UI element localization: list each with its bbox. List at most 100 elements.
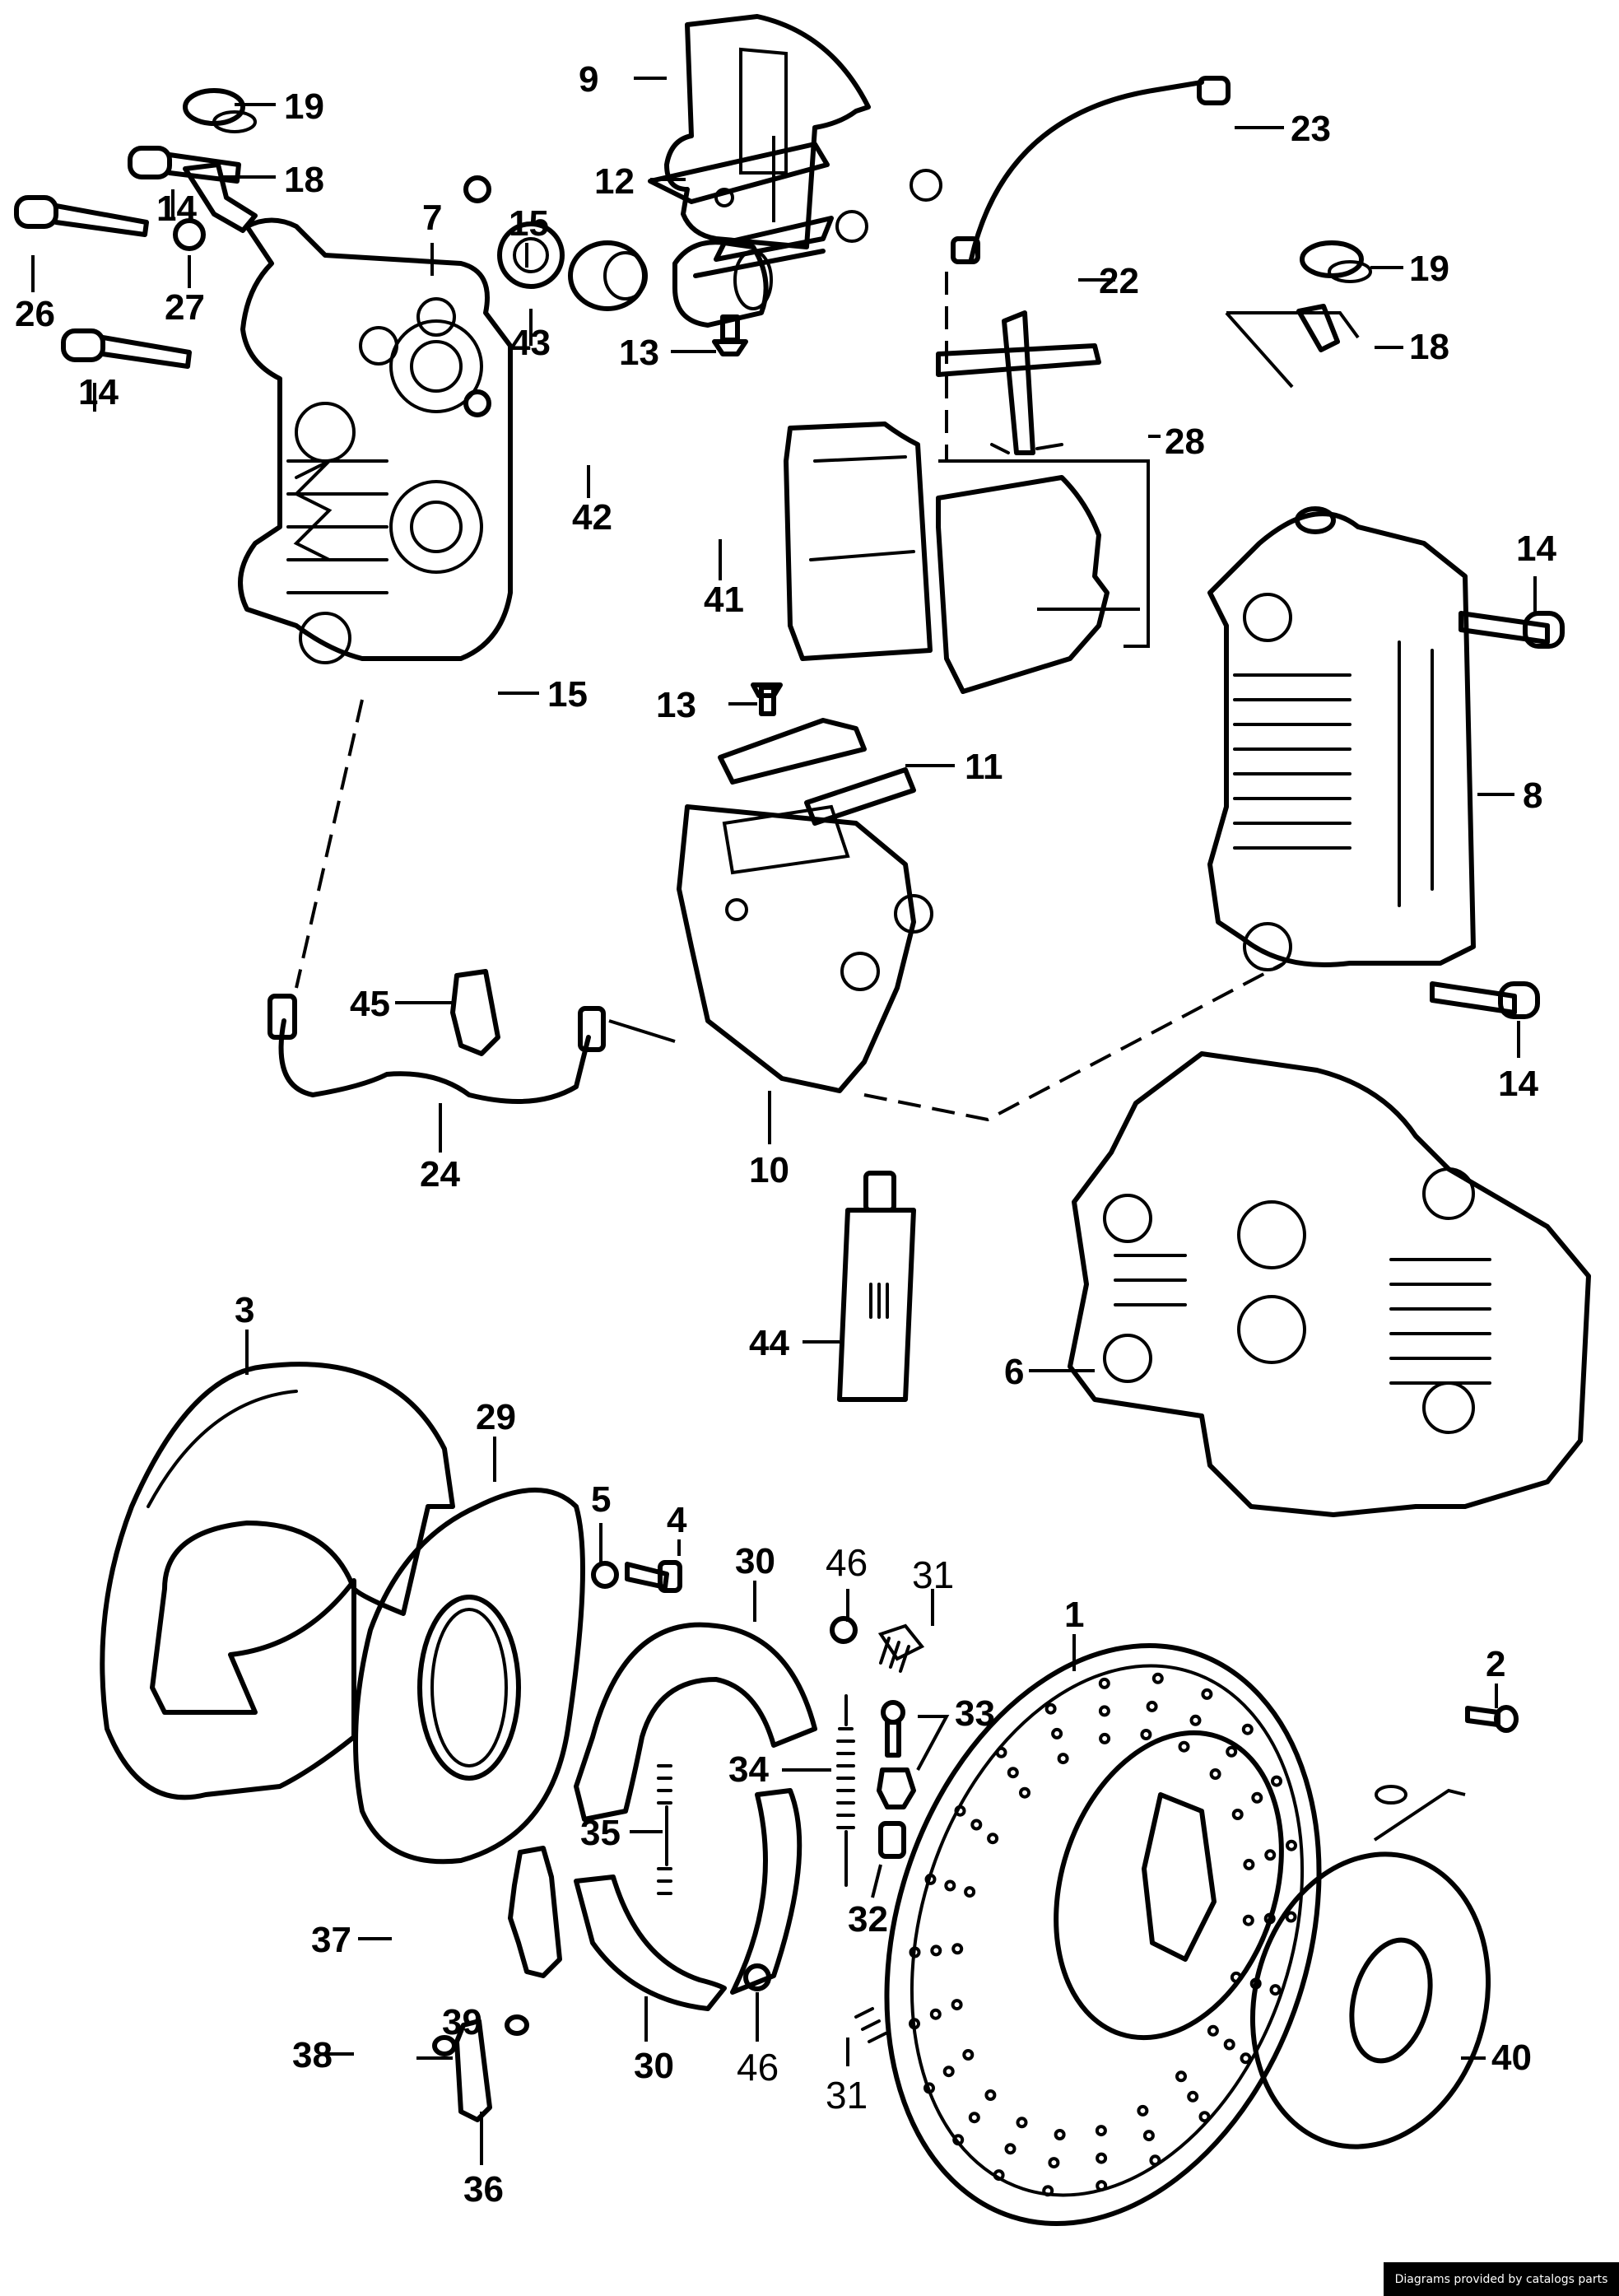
drill-hole bbox=[1243, 1858, 1255, 1870]
callout-14[interactable]: 14 bbox=[78, 372, 119, 412]
callout-11[interactable]: 11 bbox=[965, 747, 1003, 787]
drill-hole bbox=[1098, 1677, 1110, 1689]
callout-41[interactable]: 41 bbox=[704, 580, 744, 620]
drill-hole bbox=[1149, 2154, 1161, 2167]
drill-hole bbox=[1096, 2180, 1108, 2192]
callout-13[interactable]: 13 bbox=[656, 685, 696, 725]
callout-46[interactable]: 46 bbox=[826, 1541, 868, 1584]
drill-hole bbox=[1140, 1729, 1152, 1740]
credit-footer: Diagrams provided by catalogs parts bbox=[1384, 2262, 1619, 2296]
screw-13-top-drawing bbox=[712, 314, 748, 356]
drill-hole bbox=[1263, 1912, 1276, 1925]
callout-37[interactable]: 37 bbox=[311, 1920, 351, 1960]
bolt-drawings-right bbox=[1430, 611, 1565, 1019]
drill-hole bbox=[1004, 2143, 1017, 2155]
drill-hole bbox=[1241, 1723, 1254, 1735]
adjuster-drawing bbox=[877, 1700, 916, 1859]
callout-3[interactable]: 3 bbox=[235, 1290, 255, 1330]
drill-hole bbox=[944, 1879, 956, 1892]
callout-23[interactable]: 23 bbox=[1291, 109, 1331, 149]
callout-32[interactable]: 32 bbox=[848, 1899, 888, 1940]
drill-hole bbox=[970, 1819, 983, 1831]
callout-30[interactable]: 30 bbox=[634, 2046, 674, 2086]
callout-30[interactable]: 30 bbox=[735, 1541, 775, 1581]
callout-33[interactable]: 33 bbox=[955, 1693, 995, 1734]
callout-35[interactable]: 35 bbox=[580, 1813, 621, 1853]
callout-18[interactable]: 18 bbox=[1409, 327, 1449, 367]
callout-15[interactable]: 15 bbox=[509, 203, 549, 244]
callout-7[interactable]: 7 bbox=[422, 198, 443, 238]
callout-36[interactable]: 36 bbox=[463, 2169, 504, 2210]
drill-hole bbox=[924, 1873, 937, 1885]
callout-10[interactable]: 10 bbox=[749, 1150, 789, 1190]
drill-hole bbox=[987, 1833, 999, 1845]
callout-45[interactable]: 45 bbox=[350, 984, 390, 1024]
brake-caliper-right-drawing bbox=[1207, 311, 1476, 971]
callout-12[interactable]: 12 bbox=[594, 161, 635, 202]
drill-hole bbox=[993, 2169, 1005, 2182]
callout-38[interactable]: 38 bbox=[292, 2035, 333, 2075]
drill-hole bbox=[929, 2008, 942, 2020]
callout-44[interactable]: 44 bbox=[749, 1323, 789, 1363]
drill-hole bbox=[1044, 1702, 1057, 1715]
callout-19[interactable]: 19 bbox=[284, 86, 324, 127]
callout-46[interactable]: 46 bbox=[737, 2046, 779, 2089]
screw-2-drawing bbox=[1373, 1705, 1519, 1842]
callout-19[interactable]: 19 bbox=[1409, 249, 1449, 289]
drill-hole bbox=[1231, 1809, 1244, 1820]
drill-hole bbox=[1019, 1786, 1030, 1799]
callout-15[interactable]: 15 bbox=[547, 674, 588, 715]
drill-hole bbox=[964, 1886, 976, 1898]
brake-hose-drawing bbox=[945, 76, 1231, 461]
drill-hole bbox=[1098, 1705, 1110, 1717]
callout-1[interactable]: 1 bbox=[1064, 1595, 1085, 1635]
callout-42[interactable]: 42 bbox=[572, 497, 612, 538]
drill-hole bbox=[1016, 2117, 1028, 2129]
drill-hole bbox=[942, 2065, 955, 2078]
callout-5[interactable]: 5 bbox=[591, 1479, 612, 1520]
callout-24[interactable]: 24 bbox=[420, 1154, 460, 1195]
callout-39[interactable]: 39 bbox=[442, 2002, 482, 2042]
callout-34[interactable]: 34 bbox=[728, 1749, 769, 1790]
plate-12-drawing bbox=[648, 136, 834, 278]
drill-hole bbox=[1054, 2129, 1066, 2140]
drill-hole bbox=[923, 2082, 935, 2094]
callout-26[interactable]: 26 bbox=[15, 294, 55, 334]
plate-11-drawing bbox=[718, 682, 916, 826]
drill-hole bbox=[930, 1944, 942, 1957]
callout-29[interactable]: 29 bbox=[476, 1397, 516, 1437]
brake-caliper-assembly-drawing bbox=[863, 962, 1591, 1517]
callout-8[interactable]: 8 bbox=[1523, 775, 1543, 816]
washer-bolt-drawing bbox=[591, 1560, 682, 1593]
drill-hole bbox=[1286, 1839, 1297, 1851]
callout-27[interactable]: 27 bbox=[165, 287, 205, 328]
drill-hole bbox=[1240, 2052, 1252, 2065]
callout-31[interactable]: 31 bbox=[912, 1553, 955, 1596]
bleeder-drawing-right bbox=[1296, 240, 1372, 352]
drill-hole bbox=[1146, 1700, 1158, 1712]
brake-line-drawing bbox=[268, 699, 676, 1104]
callout-28[interactable]: 28 bbox=[1165, 421, 1205, 462]
spreader-spring-drawing bbox=[936, 310, 1101, 455]
callout-14[interactable]: 14 bbox=[156, 189, 197, 229]
callout-6[interactable]: 6 bbox=[1004, 1352, 1025, 1392]
callout-13[interactable]: 13 bbox=[619, 333, 659, 373]
drill-hole bbox=[1198, 2111, 1211, 2123]
callout-2[interactable]: 2 bbox=[1486, 1644, 1506, 1684]
drill-hole bbox=[1096, 2152, 1108, 2164]
drill-hole bbox=[1209, 1768, 1221, 1780]
callout-9[interactable]: 9 bbox=[579, 59, 599, 100]
callout-31[interactable]: 31 bbox=[826, 2074, 868, 2117]
splash-shield-drawing bbox=[100, 1362, 455, 1800]
drill-hole bbox=[1178, 1740, 1190, 1753]
callout-18[interactable]: 18 bbox=[284, 160, 324, 200]
callout-4[interactable]: 4 bbox=[667, 1500, 687, 1540]
callout-14[interactable]: 14 bbox=[1498, 1064, 1538, 1104]
callout-22[interactable]: 22 bbox=[1099, 261, 1139, 301]
drill-hole bbox=[909, 1946, 921, 1958]
callout-14[interactable]: 14 bbox=[1516, 529, 1556, 569]
callout-40[interactable]: 40 bbox=[1491, 2038, 1532, 2078]
callout-43[interactable]: 43 bbox=[510, 323, 551, 363]
backing-plate-drawing bbox=[353, 1488, 585, 1865]
